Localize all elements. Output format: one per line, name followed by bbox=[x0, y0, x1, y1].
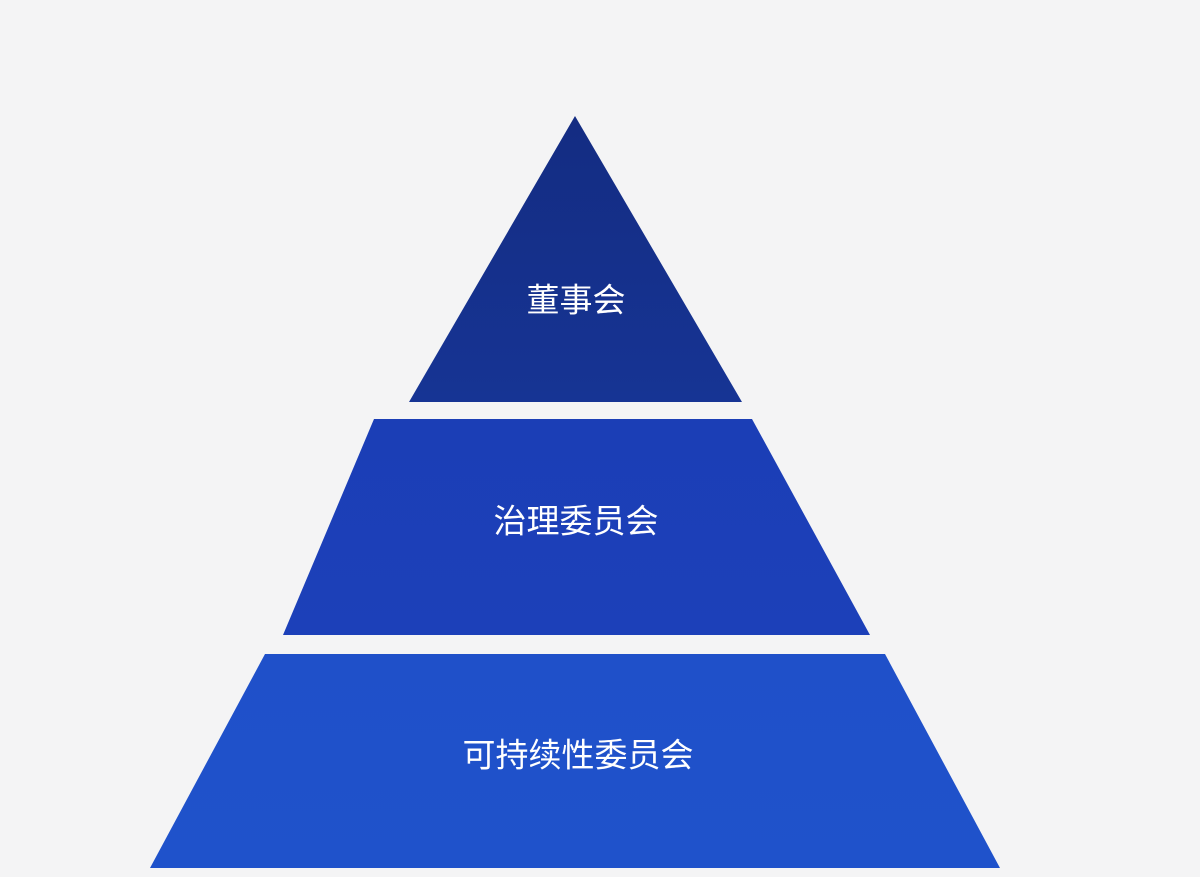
pyramid-tier-middle: 治理委员会 bbox=[283, 419, 870, 635]
pyramid-tier-top: 董事会 bbox=[409, 116, 742, 402]
pyramid-tier-top-label: 董事会 bbox=[527, 281, 626, 320]
pyramid-tier-middle-shape bbox=[283, 419, 870, 635]
pyramid-tier-top-shape bbox=[409, 116, 742, 402]
pyramid-tier-middle-label: 治理委员会 bbox=[494, 502, 659, 541]
pyramid-tier-bottom: 可持续性委员会 bbox=[150, 654, 1000, 868]
pyramid-tier-bottom-shape bbox=[150, 654, 1000, 868]
pyramid-tier-bottom-label: 可持续性委员会 bbox=[463, 736, 694, 775]
